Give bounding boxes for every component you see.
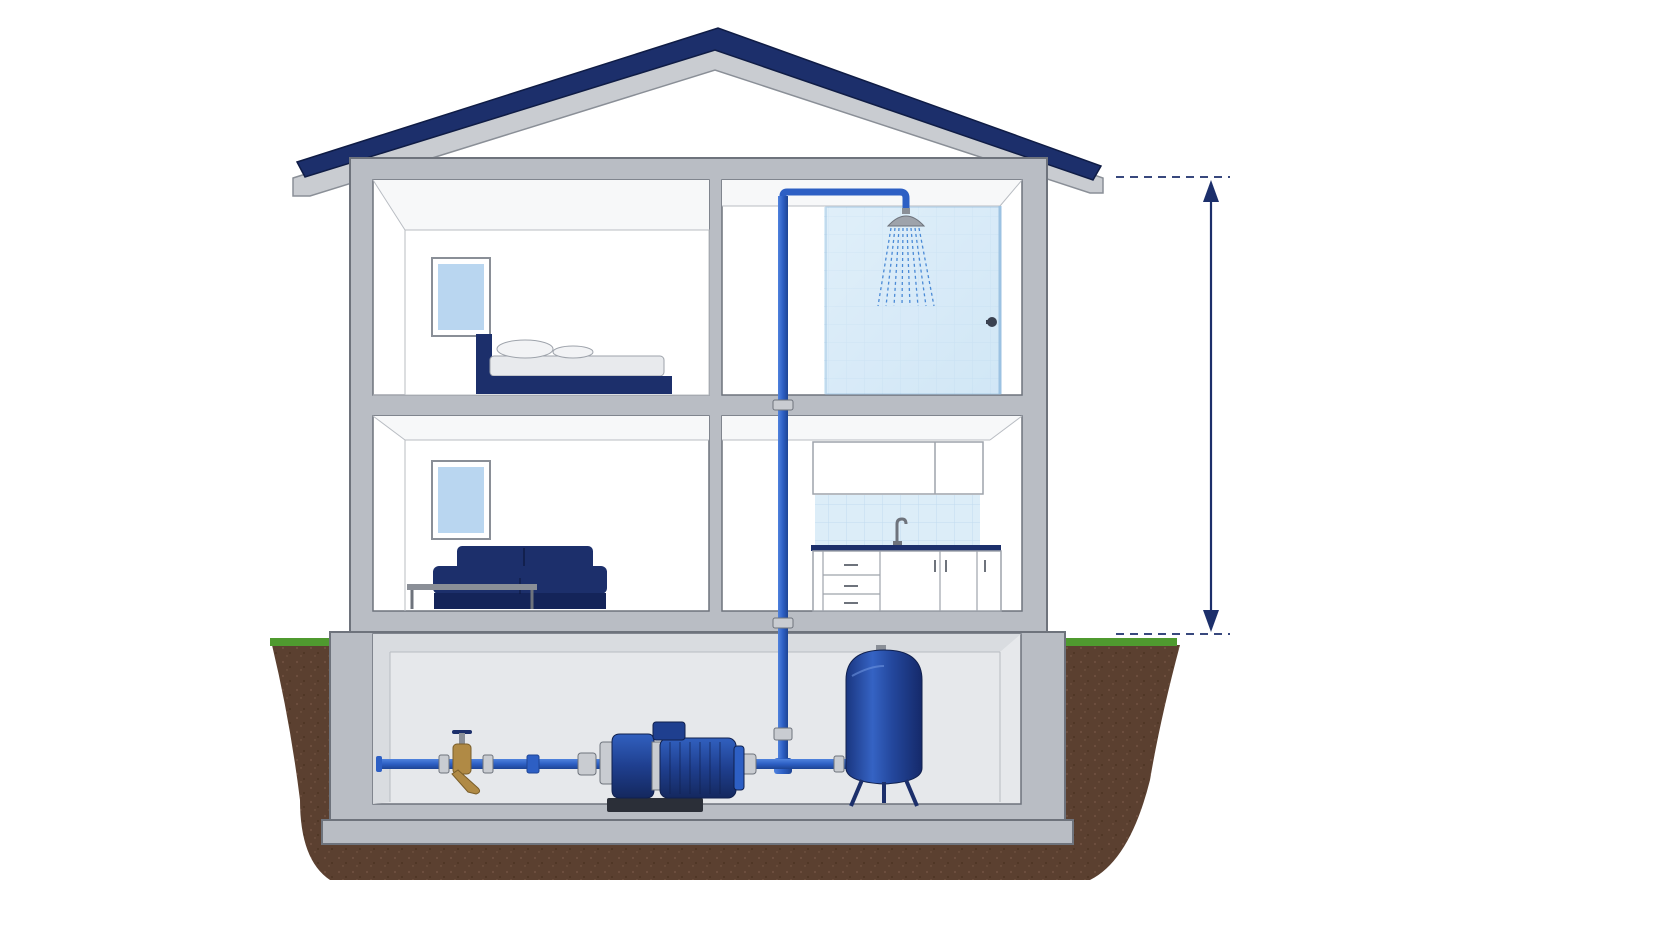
grass-left (270, 638, 372, 646)
tank-legs (849, 779, 919, 807)
window-icon (431, 460, 491, 540)
pipe-coupling (577, 752, 597, 776)
pipe-coupling (833, 755, 845, 773)
shower-head-icon (779, 188, 935, 307)
upper-cabinets (812, 441, 984, 495)
countertop (811, 545, 1001, 551)
valve-icon (451, 730, 481, 795)
pump-motor (659, 737, 737, 799)
piping-system (376, 196, 848, 776)
pipe-coupling (438, 754, 450, 774)
lower-cabinets (812, 550, 1002, 612)
pipe-fitting (773, 727, 793, 741)
kitchen (721, 415, 1023, 612)
pump-base (607, 798, 703, 812)
riser-pipe (778, 196, 788, 770)
roof-shingles (295, 27, 1103, 181)
window-icon (431, 257, 491, 337)
pipe-coupling (482, 754, 494, 774)
faucet-icon (893, 517, 908, 546)
strainer (451, 769, 481, 795)
height-dimension (1116, 176, 1230, 635)
sofa-icon (433, 546, 607, 609)
terminal-box (652, 721, 686, 741)
bedroom (372, 179, 710, 396)
arrowhead-down (1203, 610, 1219, 632)
grass-right (1047, 638, 1177, 646)
pipe-clamp (772, 399, 794, 411)
pressure-tank-icon (845, 645, 923, 807)
pipe-clamp (772, 617, 794, 629)
living-room (372, 415, 710, 612)
shower-glass (825, 206, 1001, 395)
bed-icon (476, 334, 672, 394)
door-handle (986, 317, 997, 327)
arrowhead-up (1203, 180, 1219, 202)
outlet-pipe (740, 759, 848, 769)
pump-volute (611, 733, 655, 799)
pipe-coupling (526, 754, 540, 774)
coffee-table (407, 584, 537, 609)
shower-room (721, 179, 1023, 396)
pump-icon (599, 721, 745, 812)
